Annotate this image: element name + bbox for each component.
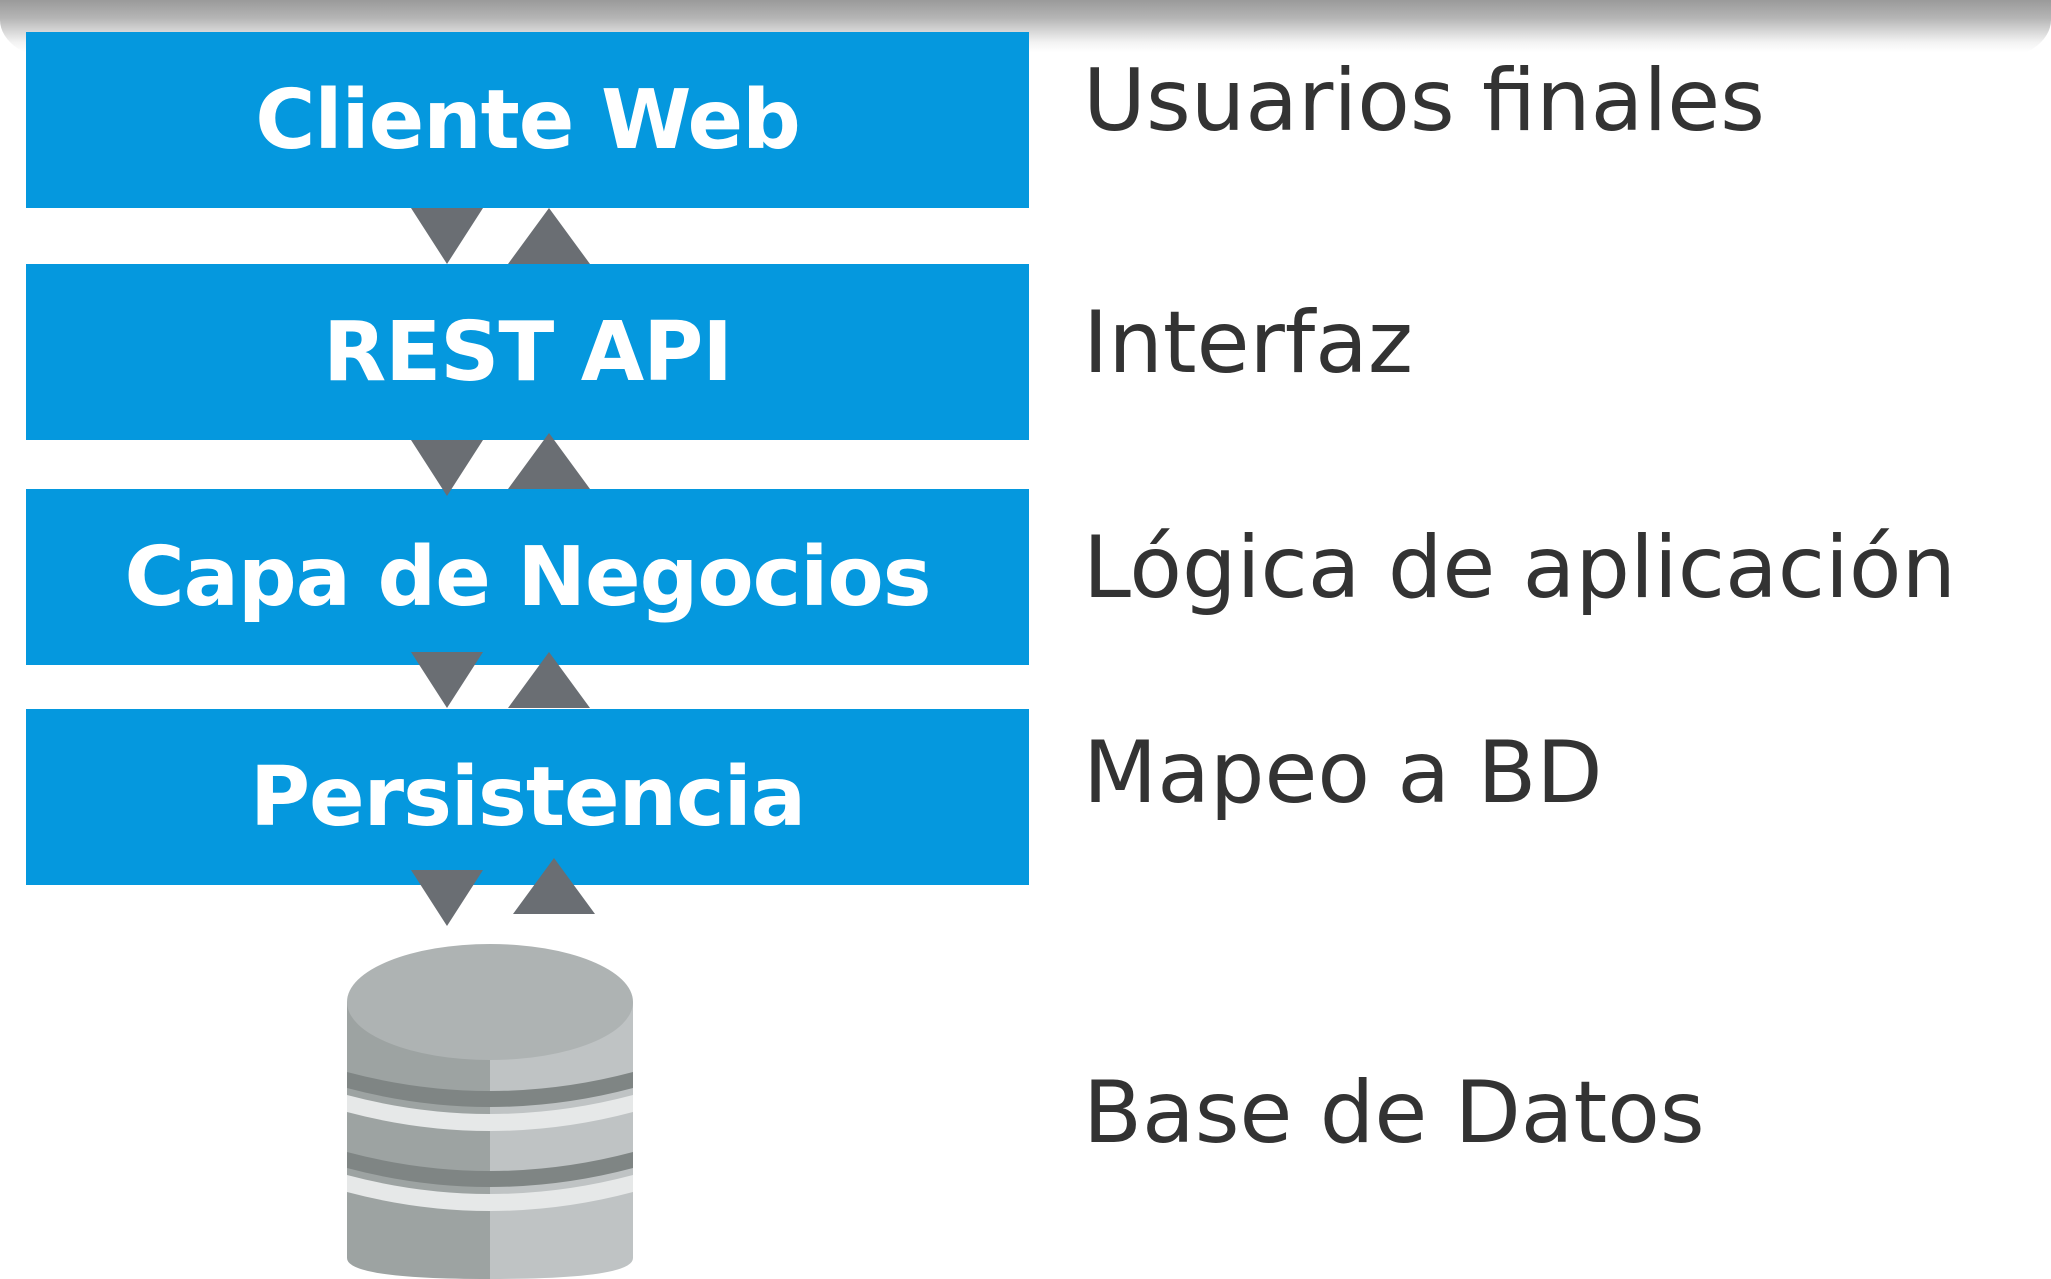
arrow-up-icon	[508, 433, 590, 489]
layer-box-rest-api: REST API	[26, 264, 1029, 440]
layer-description: Usuarios finales	[1083, 51, 1765, 151]
database-icon	[347, 944, 633, 1279]
layer-box-persistencia: Persistencia	[26, 709, 1029, 885]
arrow-down-icon	[411, 870, 483, 926]
layer-box-capa-de-negocios: Capa de Negocios	[26, 489, 1029, 665]
layer-label: Cliente Web	[255, 72, 801, 168]
layer-box-cliente-web: Cliente Web	[26, 32, 1029, 208]
database-description: Base de Datos	[1083, 1063, 1705, 1163]
arrow-up-icon	[508, 652, 590, 708]
arrow-up-icon	[513, 858, 595, 914]
layer-label: REST API	[323, 304, 733, 400]
layer-description: Mapeo a BD	[1083, 723, 1603, 823]
layer-description: Lógica de aplicación	[1083, 518, 1957, 618]
arrow-down-icon	[411, 440, 483, 496]
arrow-down-icon	[411, 652, 483, 708]
layer-label: Capa de Negocios	[124, 529, 931, 625]
arrow-up-icon	[508, 208, 590, 264]
layer-label: Persistencia	[249, 749, 806, 845]
arrow-down-icon	[411, 208, 483, 264]
layer-description: Interfaz	[1083, 293, 1413, 393]
